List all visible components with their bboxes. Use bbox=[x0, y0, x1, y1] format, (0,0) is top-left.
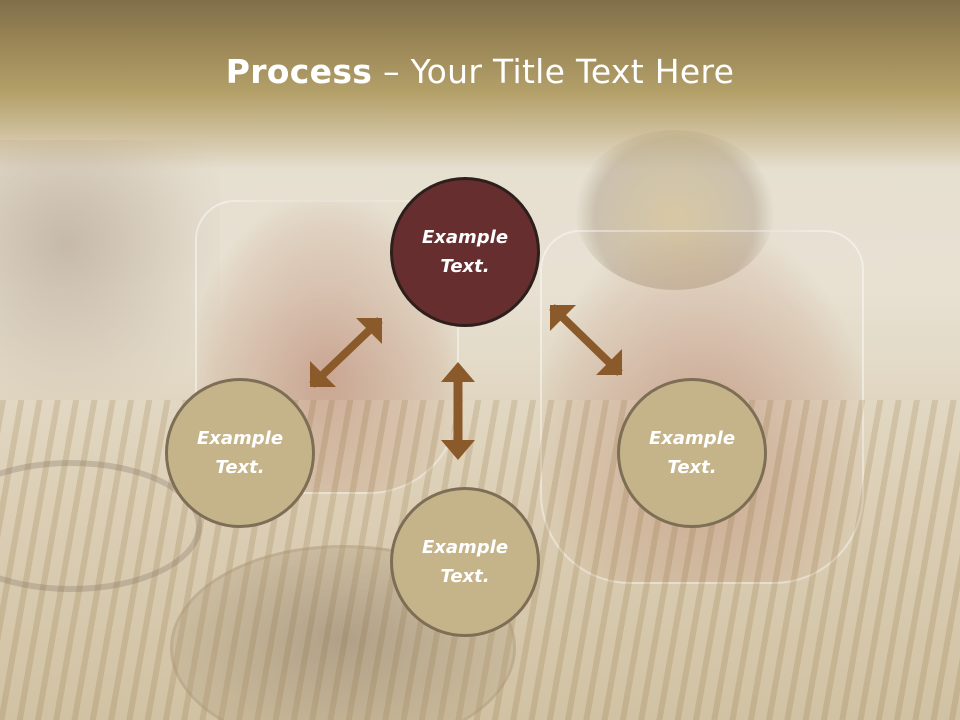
node-left-label: Example Text. bbox=[196, 428, 284, 478]
node-right-label: Example Text. bbox=[648, 428, 736, 478]
arrow-top-bottom[interactable] bbox=[441, 362, 475, 460]
title-band bbox=[0, 0, 960, 170]
background-bangle bbox=[0, 460, 202, 592]
process-node-top[interactable]: Example Text. bbox=[390, 177, 540, 327]
process-node-right[interactable]: Example Text. bbox=[617, 378, 767, 528]
title-bold: Process bbox=[225, 52, 373, 91]
slide-title[interactable]: Process – Your Title Text Here bbox=[0, 52, 960, 91]
process-node-left[interactable]: Example Text. bbox=[165, 378, 315, 528]
title-rest: – Your Title Text Here bbox=[372, 52, 735, 91]
arrow-top-right[interactable] bbox=[549, 304, 623, 376]
background-cloth bbox=[0, 140, 220, 400]
arrow-top-left[interactable] bbox=[309, 317, 383, 388]
node-top-label: Example Text. bbox=[421, 227, 509, 277]
node-bottom-label: Example Text. bbox=[421, 537, 509, 587]
process-node-bottom[interactable]: Example Text. bbox=[390, 487, 540, 637]
